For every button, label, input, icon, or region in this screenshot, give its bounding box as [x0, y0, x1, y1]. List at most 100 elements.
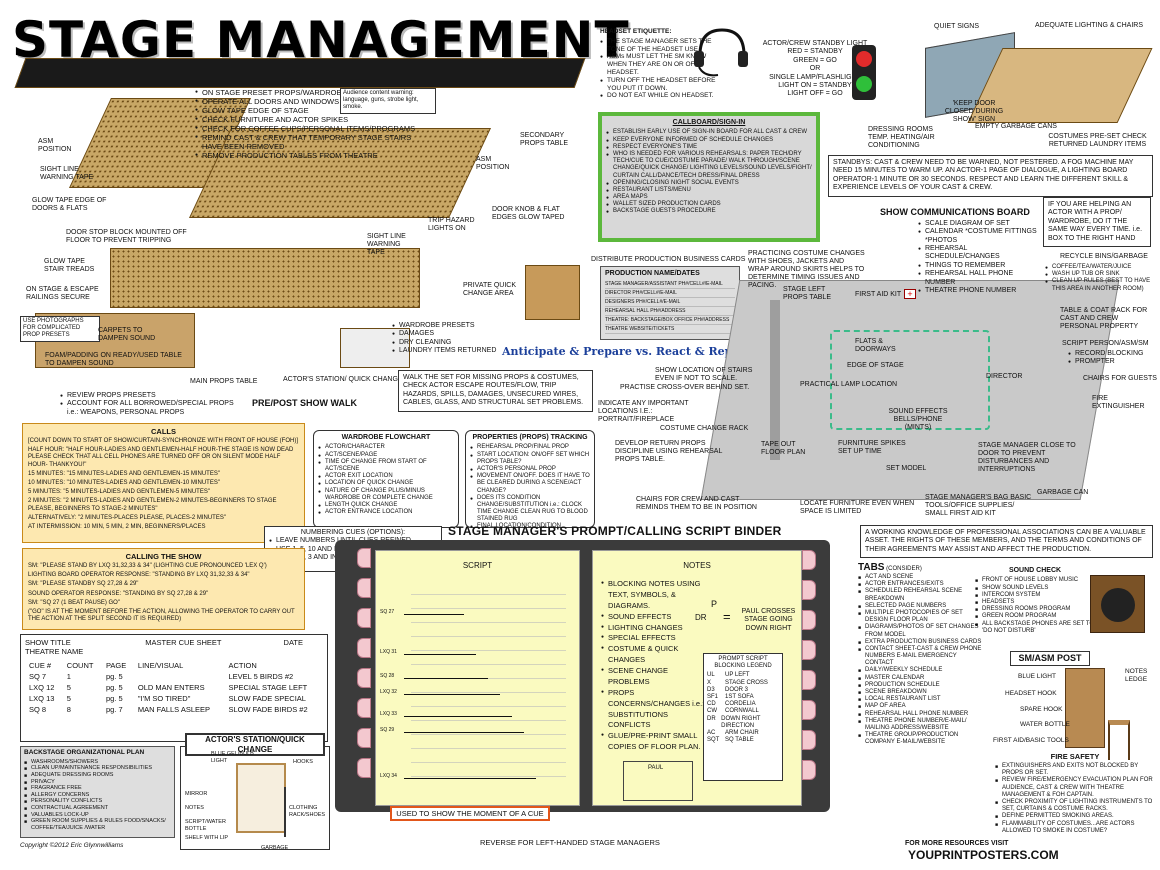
- sound-effects-label: SOUND EFFECTS BELLS/PHONE (MINTS): [888, 408, 948, 432]
- cue-cell: MAN FALLS ASLEEP: [137, 705, 211, 714]
- cue-cell: SQ 7: [29, 672, 47, 681]
- sm-bag-label: STAGE MANAGER'S BAG BASIC TOOLS/OFFICE S…: [925, 494, 1032, 518]
- red-lamp: [856, 51, 872, 67]
- legend-code: DR: [707, 715, 716, 722]
- wardrobe-flow-item: TIME OF CHANGE FROM START OF ACT/SCENE: [318, 459, 454, 473]
- actors-station-title: ACTOR'S STATION/QUICK CHANGE: [185, 733, 325, 757]
- stage-backdrop: [14, 58, 586, 88]
- binder-tab[interactable]: [357, 728, 371, 748]
- script-person-list: RECORD BLOCKINGPROMPTER: [1068, 350, 1143, 367]
- tabs-item: REHEARSAL HALL PHONE NUMBER: [858, 711, 983, 718]
- wardrobe-preset-item: WARDROBE PRESETS: [392, 322, 512, 330]
- coffee-list: COFFEE/TEA/WATER/JUICEWASH UP TUB OR SIN…: [1045, 264, 1155, 293]
- callboard: CALLBOARD/SIGN-IN ESTABLISH EARLY USE OF…: [598, 112, 820, 242]
- callboard-item: WHO IS NEEDED FOR VARIOUS REHEARSALS: PA…: [606, 151, 812, 180]
- standby-light-icon: [852, 45, 876, 100]
- wardrobe-preset-item: LAUNDRY ITEMS RETURNED: [392, 347, 512, 355]
- props-tracking-item: START LOCATION: ON/OFF SET WHICH PROPS T…: [470, 452, 590, 466]
- cue-cell: 5: [66, 683, 71, 692]
- calling-line: ("GO" IS AT THE MOMENT BEFORE THE ACTION…: [28, 608, 295, 623]
- binder-tab[interactable]: [802, 580, 816, 600]
- fire-safety: FIRE SAFETY EXTINGUISHERS AND EXITS NOT …: [995, 752, 1155, 835]
- standby-line: OR: [809, 65, 821, 73]
- legend-row: SQT SQ TABLE: [707, 737, 779, 744]
- binder-tab[interactable]: [802, 670, 816, 690]
- cue-cell: pg. 5: [105, 672, 123, 681]
- comms-board: SHOW COMMUNICATIONS BOARD SCALE DIAGRAM …: [880, 207, 1040, 295]
- tabs-item: THEATRE GROUP/PRODUCTION COMPANY E-MAIL/…: [858, 732, 983, 746]
- tabs-item: PRODUCTION SCHEDULE: [858, 682, 983, 689]
- comms-item: SCALE DIAGRAM OF SET: [918, 220, 1040, 228]
- card-line: DIRECTOR PH#/CELL#/E-MAIL: [605, 289, 735, 299]
- calling-line: SM: "SQ 27 (1 BEAT PAUSE) GO": [28, 599, 120, 606]
- business-card: PRODUCTION NAME/DATES STAGE MANAGER/ASSI…: [600, 266, 740, 340]
- sm-post-label: FIRST AID/BASIC TOOLS: [993, 737, 1069, 744]
- binder-tab[interactable]: [802, 700, 816, 720]
- backstage-item: PRIVACY: [24, 779, 171, 786]
- footer-site[interactable]: YOUPRINTPOSTERS.COM: [908, 848, 1059, 863]
- trip-hazard-label: TRIP HAZARD LIGHTS ON: [428, 217, 475, 233]
- cue-header-cell: LINE/VISUAL: [137, 661, 184, 670]
- headset-item: ASMs MUST LET THE SM KNOW WHEN THEY ARE …: [600, 53, 725, 76]
- props-tracking-item: MOVEMENT ON/OFF. DOES IT HAVE TO BE CLEA…: [470, 473, 590, 495]
- sm-post-label: WATER BOTTLE: [1020, 721, 1070, 728]
- calls-line: 15 MINUTES: "15 MINUTES-LADIES AND GENTL…: [28, 470, 220, 477]
- cue-cell: SLOW FADE BIRDS #2: [228, 705, 308, 714]
- cue-cell: pg. 5: [105, 683, 123, 692]
- legend-code: SF1: [707, 693, 719, 700]
- script-cue-label: LXQ 32: [380, 689, 397, 695]
- binder-tab[interactable]: [357, 638, 371, 658]
- sound-check-item: SHOW SOUND LEVELS: [975, 585, 1095, 592]
- p-symbol: P: [711, 599, 718, 609]
- script-cue-label: LXQ 31: [380, 649, 397, 655]
- actors-station-label-item: GARBAGE: [261, 845, 289, 851]
- binder-tab[interactable]: [802, 610, 816, 630]
- binder-tab[interactable]: [802, 760, 816, 780]
- tabs-item: MASTER CALENDAR: [858, 675, 983, 682]
- sound-check-item: GREEN ROOM PROGRAM: [975, 613, 1095, 620]
- card-line: STAGE MANAGER/ASSISTANT PH#/CELL#/E-MAIL: [605, 280, 735, 290]
- binder-tab[interactable]: [357, 548, 371, 568]
- preshow-item: REMOVE PRODUCTION TABLES FROM THEATRE: [195, 151, 425, 160]
- pre-post-walk-title: PRE/POST SHOW WALK: [252, 398, 358, 408]
- backstage-item: CLEAN UP/MAINTENANCE RESPONSIBILITIES: [24, 765, 171, 772]
- cue-cell: 1: [66, 672, 71, 681]
- binder-tab[interactable]: [357, 698, 371, 718]
- backstage-plan: BACKSTAGE ORGANIZATIONAL PLAN WASHROOMS/…: [20, 746, 175, 838]
- props-tracking-item: REHEARSAL PROP/FINAL PROP: [470, 444, 590, 451]
- legend-meaning: SQ TABLE: [725, 737, 754, 744]
- legend-meaning: DOOR 3: [725, 686, 749, 693]
- preshow-list: ON STAGE PRESET PROPS/WARDROBEOPERATE AL…: [195, 88, 425, 160]
- sound-check-item: DRESSING ROOMS PROGRAM: [975, 606, 1095, 613]
- headset-item: TURN OFF THE HEADSET BEFORE YOU PUT IT D…: [600, 77, 725, 93]
- show-stairs-label: SHOW LOCATION OF STAIRS EVEN IF NOT TO S…: [655, 367, 753, 383]
- cue-cell: SPECIAL STAGE LEFT: [228, 683, 308, 692]
- calls-line: ALTERNATIVELY: "2 MINUTES-PLACES PLEASE,…: [28, 514, 226, 521]
- binder-tab[interactable]: [802, 550, 816, 570]
- binder-tab[interactable]: [802, 730, 816, 750]
- binder-tab[interactable]: [802, 640, 816, 660]
- business-cards-title: DISTRIBUTE PRODUCTION BUSINESS CARDS: [591, 256, 746, 263]
- empty-cans-label: EMPTY GARBAGE CANS: [975, 123, 1057, 130]
- binder-tab[interactable]: [357, 758, 371, 778]
- sight-line-label: SIGHT LINE WARNING TAPE: [40, 166, 94, 182]
- practicing-label: PRACTICING COSTUME CHANGES WITH SHOES, J…: [748, 250, 865, 290]
- speaker-icon: [1090, 575, 1145, 633]
- paul-label: PAUL: [648, 765, 664, 771]
- legend-code: AC: [707, 729, 716, 736]
- binder-tab[interactable]: [357, 668, 371, 688]
- stage-left-props-label: STAGE LEFT PROPS TABLE: [783, 286, 831, 302]
- binder-tab[interactable]: [357, 578, 371, 598]
- legend-code: SQT: [707, 737, 720, 744]
- preshow-item: GLOW TAPE EDGE OF STAGE: [195, 106, 425, 115]
- script-person-label: SCRIPT PERSON/ASM/SM: [1062, 340, 1149, 347]
- preshow-item: CHECK FURNITURE AND ACTOR SPIKES: [195, 115, 425, 124]
- actors-station-frame: [236, 763, 286, 833]
- backstage-item: VALUABLES LOCK-UP: [24, 812, 171, 819]
- binder-tab[interactable]: [357, 608, 371, 628]
- headset-icon: [694, 28, 748, 77]
- legend-code: UL: [707, 672, 715, 679]
